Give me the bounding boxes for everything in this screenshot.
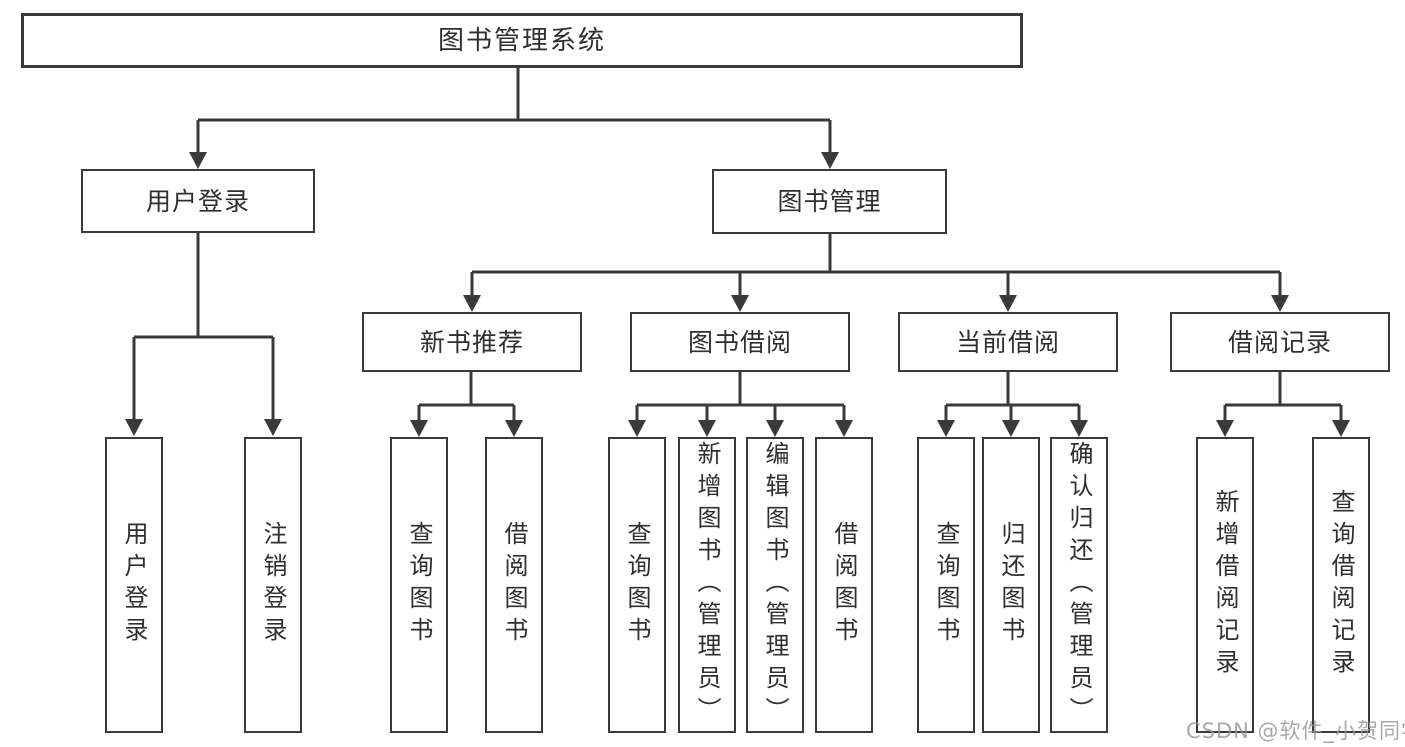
node-current-borrow: 当前借阅 bbox=[898, 312, 1118, 372]
connector-user-login-split bbox=[132, 233, 275, 421]
arrowhead bbox=[189, 152, 207, 169]
arrowhead bbox=[821, 152, 839, 169]
arrowhead bbox=[1332, 420, 1350, 437]
arrowhead bbox=[264, 419, 282, 436]
connector-book-mgmt-split bbox=[470, 234, 1282, 297]
node-label: 用户登录 bbox=[145, 186, 250, 216]
leaf-newbook-query-books: 查询图书 bbox=[390, 437, 448, 733]
arrowhead bbox=[1216, 420, 1234, 437]
node-label: 查询图书 bbox=[623, 521, 651, 649]
node-user-login: 用户登录 bbox=[81, 169, 315, 233]
connector-book-borrow-split bbox=[635, 372, 846, 422]
node-label: 用户登录 bbox=[120, 521, 148, 649]
leaf-records-add-record: 新增借阅记录 bbox=[1196, 437, 1254, 733]
arrowhead bbox=[999, 295, 1017, 312]
node-label: 查询图书 bbox=[932, 521, 960, 649]
leaf-borrow-add-books-admin: 新增图书（管理员） bbox=[678, 437, 736, 733]
node-label: 确认归还（管理员） bbox=[1065, 441, 1093, 729]
arrowhead bbox=[766, 420, 784, 437]
leaf-logout: 注销登录 bbox=[244, 437, 302, 733]
arrowhead bbox=[1002, 420, 1020, 437]
connector-current-borrow-split bbox=[944, 372, 1081, 422]
node-label: 图书管理 bbox=[777, 187, 882, 216]
leaf-records-query-record: 查询借阅记录 bbox=[1312, 437, 1370, 733]
node-root-system: 图书管理系统 bbox=[21, 13, 1023, 68]
arrowhead bbox=[1271, 295, 1289, 312]
arrowhead bbox=[410, 420, 428, 437]
node-label: 查询借阅记录 bbox=[1327, 489, 1355, 681]
arrowhead bbox=[505, 420, 523, 437]
node-label: 图书借阅 bbox=[687, 327, 792, 357]
node-label: 归还图书 bbox=[997, 521, 1025, 649]
leaf-current-query-books: 查询图书 bbox=[917, 437, 975, 733]
node-label: 注销登录 bbox=[259, 521, 287, 649]
node-label: 新增借阅记录 bbox=[1211, 489, 1239, 681]
arrowhead bbox=[835, 420, 853, 437]
leaf-current-return-books: 归还图书 bbox=[982, 437, 1040, 733]
node-book-management: 图书管理 bbox=[712, 169, 947, 234]
node-label: 编辑图书（管理员） bbox=[761, 441, 789, 729]
leaf-current-confirm-return-admin: 确认归还（管理员） bbox=[1050, 437, 1108, 733]
arrowhead bbox=[628, 420, 646, 437]
leaf-borrow-edit-books-admin: 编辑图书（管理员） bbox=[746, 437, 804, 733]
leaf-borrow-query-books: 查询图书 bbox=[608, 437, 666, 733]
leaf-user-login: 用户登录 bbox=[105, 437, 163, 733]
arrowhead bbox=[125, 419, 143, 436]
node-label: 新书推荐 bbox=[419, 327, 524, 357]
node-borrow-records: 借阅记录 bbox=[1170, 312, 1390, 372]
connector-new-book-split bbox=[417, 372, 516, 422]
node-label: 图书管理系统 bbox=[437, 25, 606, 56]
node-label: 新增图书（管理员） bbox=[693, 441, 721, 729]
node-label: 借阅记录 bbox=[1227, 327, 1332, 357]
arrowhead bbox=[698, 420, 716, 437]
arrowhead bbox=[731, 295, 749, 312]
node-label: 查询图书 bbox=[405, 521, 433, 649]
leaf-newbook-borrow-books: 借阅图书 bbox=[485, 437, 543, 733]
node-label: 借阅图书 bbox=[830, 521, 858, 649]
connector-root-branch bbox=[196, 68, 832, 154]
arrowhead bbox=[937, 420, 955, 437]
watermark-text: CSDN @软件_小贺同学 bbox=[1186, 719, 1405, 743]
arrowhead bbox=[1070, 420, 1088, 437]
node-new-book-recommend: 新书推荐 bbox=[362, 312, 582, 372]
connector-borrow-records-split bbox=[1223, 372, 1343, 422]
arrowheads bbox=[125, 152, 1350, 437]
node-label: 当前借阅 bbox=[955, 327, 1060, 357]
leaf-borrow-borrow-books: 借阅图书 bbox=[815, 437, 873, 733]
node-label: 借阅图书 bbox=[500, 521, 528, 649]
arrowhead bbox=[463, 295, 481, 312]
node-book-borrow: 图书借阅 bbox=[630, 312, 850, 372]
